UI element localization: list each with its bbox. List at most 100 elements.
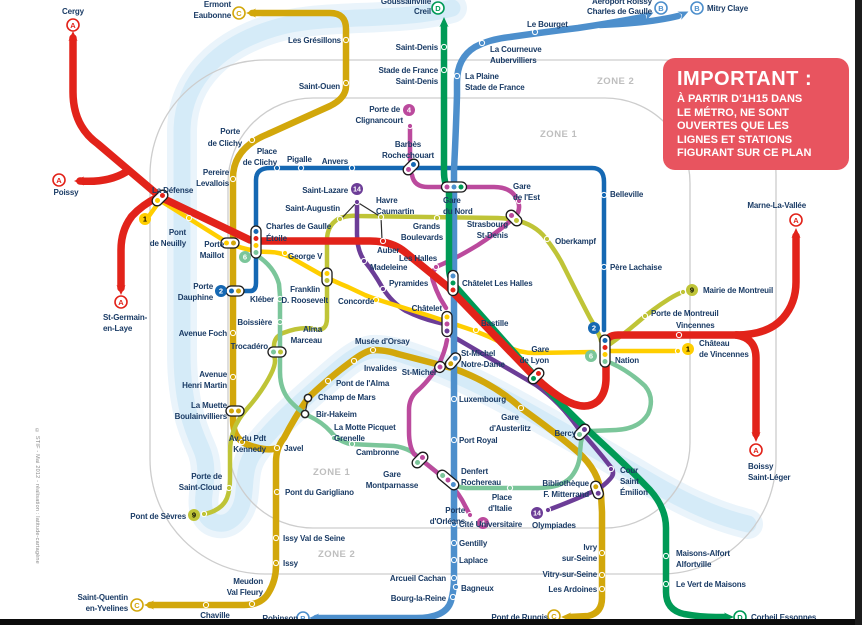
station-label: Ermont	[204, 0, 232, 9]
station-label: Val Fleury	[227, 588, 264, 597]
station-label: Boissière	[237, 318, 272, 327]
station-label: Corbeil Essonnes	[751, 613, 817, 622]
station-label: Gare	[501, 413, 519, 422]
svg-text:B: B	[300, 614, 306, 623]
station-label: Place	[492, 493, 513, 502]
interchange-gare-du-nord	[440, 181, 468, 193]
station-label: Cergy	[62, 7, 85, 16]
station-label: Pont	[169, 228, 187, 237]
station-label: Marne-La-Vallée	[747, 201, 806, 210]
station-label: Le Bourget	[527, 20, 568, 29]
station-dot	[450, 539, 458, 547]
station-dot	[185, 214, 193, 222]
station-dot	[406, 122, 414, 130]
station-label: Gare	[383, 470, 401, 479]
line-badge-14: 14	[531, 507, 543, 519]
svg-text:9: 9	[690, 286, 694, 295]
notice-line: LE MÉTRO, NE SONT	[677, 106, 789, 119]
station-dot	[450, 395, 458, 403]
station-dot	[348, 164, 356, 172]
station-dot	[506, 484, 514, 492]
terminus-arrow	[751, 432, 761, 442]
zone-label: ZONE 2	[318, 549, 355, 560]
station-label: Porte	[445, 506, 465, 515]
station-label: Gare	[531, 345, 549, 354]
station-label: en-Laye	[103, 324, 133, 333]
right-edge-bar	[855, 0, 862, 625]
station-label: Alfortville	[676, 560, 712, 569]
station-label: St-Denis	[477, 231, 509, 240]
station-label: Stade de France	[465, 83, 525, 92]
station-label: Boulevards	[401, 233, 444, 242]
station-dot	[662, 580, 670, 588]
station-label: St-Michel	[461, 349, 495, 358]
line-m2	[237, 255, 259, 294]
station-dot	[531, 28, 539, 36]
line-rer-a	[732, 331, 760, 438]
station-label: Cambronne	[356, 448, 400, 457]
station-label: Olympiades	[532, 521, 577, 530]
line-badge-6: 6	[585, 350, 597, 362]
line-badge-2: 2	[588, 322, 600, 334]
station-label: Charles de Gaulle	[266, 222, 332, 231]
station-dot	[330, 434, 338, 442]
station-label: en-Yvelines	[86, 604, 129, 613]
svg-text:4: 4	[407, 106, 412, 115]
station-label: La Défense	[152, 186, 194, 195]
station-label: Pont de l'Alma	[336, 379, 390, 388]
station-label: Nation	[615, 356, 639, 365]
station-label: de Clichy	[243, 158, 278, 167]
notice-title: IMPORTANT :	[677, 68, 813, 90]
station-dot	[353, 198, 361, 206]
line-rer-a	[69, 34, 162, 199]
station-dot	[453, 72, 461, 80]
svg-text:A: A	[70, 21, 76, 30]
connector	[340, 201, 358, 220]
station-label: Pont de Sèvres	[130, 512, 186, 521]
station-label: Rochereau	[461, 478, 501, 487]
station-label: Goussainville	[381, 0, 432, 6]
station-dot	[662, 552, 670, 560]
station-dot	[350, 357, 358, 365]
line-badge-4: 4	[403, 104, 415, 116]
station-label: Pereire	[203, 168, 230, 177]
station-dot	[466, 511, 474, 519]
station-dot	[276, 295, 284, 303]
station-label: Dauphine	[178, 293, 214, 302]
station-dot	[248, 600, 256, 608]
station-label: Pont de Rungis	[491, 613, 548, 622]
station-label: Cour	[620, 466, 638, 475]
svg-text:B: B	[658, 4, 664, 13]
zone-label: ZONE 1	[313, 467, 351, 478]
station-dot	[440, 43, 448, 51]
station-label: Chaville	[200, 611, 230, 620]
station-dot	[200, 510, 208, 518]
station-label: F. Mitterrand	[543, 490, 589, 499]
station-dot	[229, 175, 237, 183]
station-dot	[544, 506, 552, 514]
station-label: Grenelle	[334, 434, 366, 443]
interchange-charles-de-gaulle-etoile	[250, 225, 262, 259]
svg-text:2: 2	[592, 324, 596, 333]
rer-badge-A: A	[66, 18, 80, 32]
station-label: Vitry-sur-Seine	[542, 570, 597, 579]
svg-text:9: 9	[192, 511, 196, 520]
rer-badge-D: D	[431, 1, 445, 15]
rer-badge-B: B	[690, 1, 704, 15]
station-label: Henri Martin	[182, 381, 227, 390]
station-label: George V	[288, 252, 323, 261]
line-badge-9: 9	[686, 284, 698, 296]
station-label: Château	[699, 339, 730, 348]
line-badge-9: 9	[188, 509, 200, 521]
station-dot	[675, 331, 683, 339]
interchange-la-muette-boulainvilliers	[225, 405, 245, 417]
rer-badge-C: C	[232, 6, 246, 20]
station-label: Aubervilliers	[490, 56, 537, 65]
bottom-edge-bar	[0, 619, 862, 625]
station-label: Musée d'Orsay	[355, 337, 410, 346]
zone-label: ZONE 1	[540, 129, 578, 140]
svg-text:A: A	[56, 176, 62, 185]
station-dot	[342, 36, 350, 44]
